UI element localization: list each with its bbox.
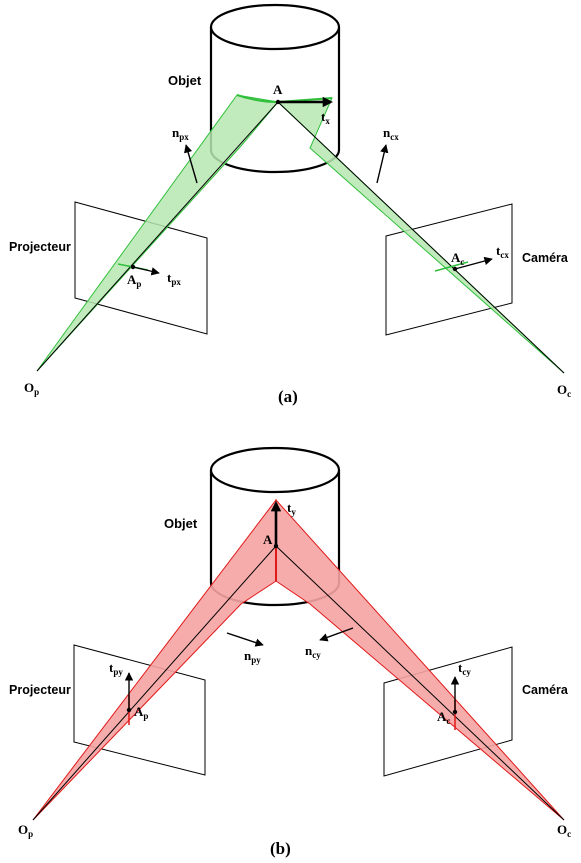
projector-beam-a [36,94,279,372]
caption-a: (a) [278,387,298,406]
camera-plane-b [383,646,513,777]
npx-arrow [184,144,198,184]
Oc-label-a: Oc [557,382,571,399]
tcx-label: tcx [496,243,509,260]
Ap-label-b: Ap [134,704,148,721]
panel-a: Objet Projecteur Caméra A tx npx ncx Ap … [9,3,571,406]
camera-ray-a [277,101,565,374]
projector-beam-b [32,498,277,821]
Ap-label-a: Ap [127,272,141,289]
ty-label: ty [287,500,296,517]
panel-b: Objet Projecteur Caméra A ty npy ncy Ap … [9,446,571,858]
object-label-b: Objet [164,516,198,531]
tx-label: tx [321,109,330,126]
Oc-label-b: Oc [557,822,571,839]
tpx-arrow [132,266,160,276]
camera-image-line-a [434,261,469,272]
projector-ray-b [32,545,277,821]
ncx-arrow [376,144,389,184]
camera-label-b: Caméra [522,683,569,697]
npy-label: npy [244,648,261,665]
ncy-arrow [319,627,354,642]
Op-label-a: Op [24,380,39,397]
caption-b: (b) [270,839,291,858]
camera-ray-b [275,545,565,821]
tcx-arrow [454,256,493,270]
Ac-label-a: Ac [451,250,464,267]
object-label-a: Objet [168,73,202,88]
A-label-a: A [273,82,283,97]
ncy-label: ncy [305,643,321,660]
Op-label-b: Op [18,822,33,839]
camera-label-a: Caméra [522,251,569,265]
projector-label-a: Projecteur [9,240,71,254]
ncx-label: ncx [383,125,399,142]
tpx-label: tpx [167,270,181,287]
camera-beam-b [275,498,565,821]
A-label-b: A [263,532,273,547]
tcy-label: tcy [458,660,471,677]
projector-label-b: Projecteur [9,683,71,697]
npx-label: npx [172,125,189,142]
projector-ray-a [36,101,279,372]
Ac-label-b: Ac [437,709,450,726]
tpy-label: tpy [109,660,123,677]
npy-arrow [226,632,264,647]
camera-plane-a [385,203,513,336]
